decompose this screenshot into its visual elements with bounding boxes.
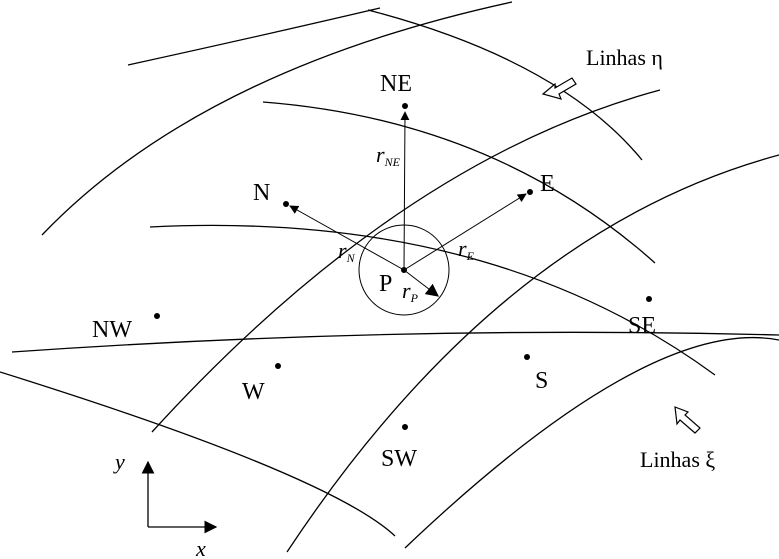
vector-label-rP: rP (402, 278, 419, 305)
vector-rE-arrow (403, 193, 527, 271)
eta-line-1 (11, 331, 779, 353)
node-label-SW: SW (381, 446, 417, 472)
node-label-N: N (253, 180, 270, 206)
node-label-E: E (540, 171, 555, 197)
xi-line-4 (286, 154, 779, 553)
node-label-NE: NE (380, 71, 412, 97)
vector-label-rNE: rNE (376, 142, 401, 169)
vector-rN-arrow (289, 205, 405, 271)
vector-rNE-arrow (400, 111, 410, 271)
node-point-P (401, 267, 407, 273)
eta-line-3 (262, 101, 656, 264)
axis-label-x: x (195, 536, 206, 559)
xi-line-2 (41, 1, 513, 236)
xi-line-3 (151, 89, 661, 433)
xi-line-1 (127, 7, 381, 66)
label-xi-lines: Linhas ξ (640, 447, 715, 472)
node-point-E (527, 189, 533, 195)
node-point-NE (402, 103, 408, 109)
node-point-NW (154, 313, 160, 319)
node-label-SE: SE (628, 313, 656, 339)
node-point-W (275, 363, 281, 369)
node-label-S: S (535, 368, 548, 394)
vector-rP-arrow (403, 269, 440, 297)
node-label-W: W (242, 379, 265, 405)
node-point-SW (402, 424, 408, 430)
pointer-arrow-xi-icon (674, 406, 701, 434)
label-eta-lines: Linhas η (586, 45, 663, 70)
vector-label-rE: rE (458, 236, 475, 263)
vector-label-rN: rN (338, 238, 356, 265)
node-point-N (283, 201, 289, 207)
axis-label-y: y (113, 449, 125, 474)
eta-line-2 (149, 224, 716, 376)
eta-line-5 (0, 371, 396, 537)
node-point-SE (646, 296, 652, 302)
node-label-P: P (379, 271, 392, 297)
node-label-NW: NW (92, 317, 132, 343)
pointer-arrow-eta-icon (541, 77, 577, 100)
eta-line-4 (367, 9, 643, 161)
eta-line-6 (404, 336, 779, 549)
node-point-S (524, 354, 530, 360)
